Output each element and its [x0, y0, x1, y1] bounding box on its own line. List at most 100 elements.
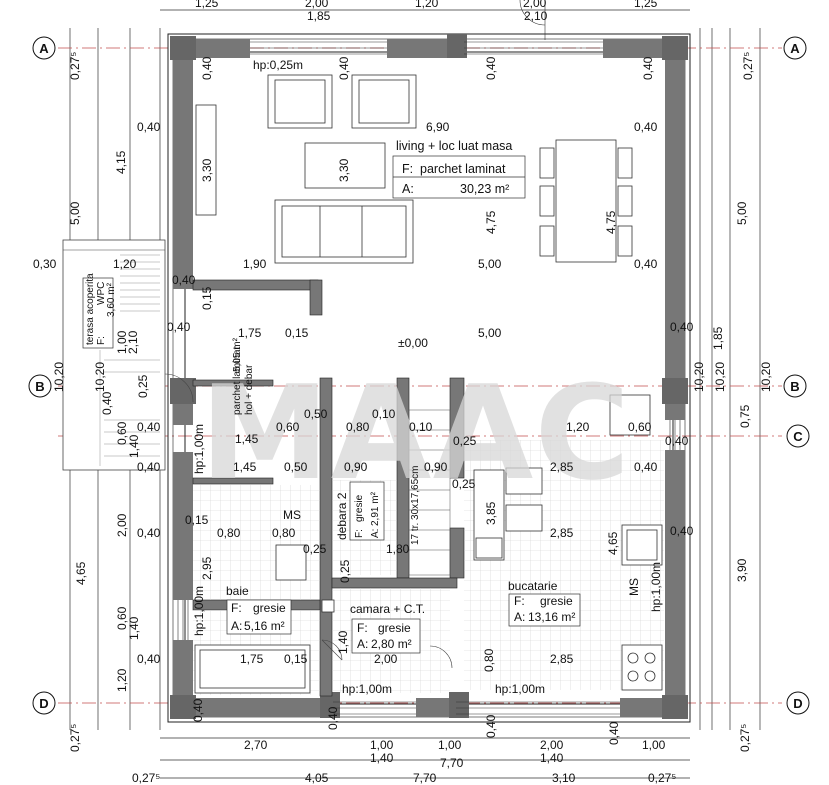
svg-text:0,60: 0,60	[115, 606, 129, 630]
dimension-texts: 1,25 2,00 1,20 2,00 1,25 1,85 2,10 0,40 …	[33, 0, 694, 785]
axis-a-left: A	[32, 36, 56, 60]
svg-text:0,40: 0,40	[670, 320, 694, 334]
svg-text:0,27⁵: 0,27⁵	[741, 52, 755, 80]
svg-text:2,10: 2,10	[524, 9, 548, 23]
svg-text:2,80 m²: 2,80 m²	[371, 637, 412, 651]
svg-text:0,10: 0,10	[372, 407, 396, 421]
svg-text:1,40: 1,40	[127, 434, 141, 458]
svg-text:hp:1,00m: hp:1,00m	[192, 424, 206, 474]
svg-text:10,20: 10,20	[692, 362, 706, 392]
exterior-walls	[167, 0, 691, 723]
svg-text:0,15: 0,15	[285, 326, 309, 340]
svg-text:1,40: 1,40	[370, 751, 394, 765]
svg-text:30,23 m²: 30,23 m²	[460, 182, 509, 196]
svg-text:2,00: 2,00	[540, 738, 564, 752]
svg-text:0,40: 0,40	[326, 706, 340, 730]
svg-text:A:: A:	[231, 619, 242, 633]
svg-text:0,40: 0,40	[137, 420, 161, 434]
svg-text:3,30: 3,30	[337, 158, 351, 182]
svg-text:0,90: 0,90	[424, 460, 448, 474]
hol-label: hol + debar parchet laminat 5,05 m²	[232, 337, 255, 415]
svg-text:MS: MS	[627, 578, 641, 596]
svg-text:F:: F:	[231, 601, 242, 615]
svg-text:5,16 m²: 5,16 m²	[244, 619, 285, 633]
stairs-label: 17 tr. 30x17,65cm	[410, 466, 421, 546]
svg-text:7,70: 7,70	[440, 756, 464, 770]
ms-label-left: MS	[283, 508, 301, 522]
svg-text:1,75: 1,75	[238, 326, 262, 340]
svg-text:1,00: 1,00	[642, 738, 666, 752]
debara-label: debara 2 F:gresie A:2,91 m²	[335, 481, 385, 541]
svg-text:6,90: 6,90	[426, 120, 450, 134]
svg-text:0,27⁵: 0,27⁵	[738, 724, 752, 752]
svg-text:parchet laminat: parchet laminat	[232, 346, 243, 415]
svg-text:gresie: gresie	[378, 621, 411, 635]
svg-text:7,70: 7,70	[413, 771, 437, 785]
svg-text:0,40: 0,40	[484, 56, 498, 80]
svg-text:0,60: 0,60	[276, 420, 300, 434]
svg-text:A:: A:	[514, 610, 525, 624]
svg-text:A: A	[39, 41, 49, 56]
svg-text:3,30: 3,30	[200, 158, 214, 182]
svg-text:10,20: 10,20	[759, 362, 773, 392]
svg-text:camara + C.T.: camara + C.T.	[350, 602, 425, 616]
svg-text:0,27⁵: 0,27⁵	[68, 724, 82, 752]
svg-text:5,00: 5,00	[478, 257, 502, 271]
svg-text:3,60 m²: 3,60 m²	[106, 282, 117, 317]
svg-text:1,40: 1,40	[127, 616, 141, 640]
svg-text:0,25: 0,25	[338, 559, 352, 583]
svg-text:F:: F:	[96, 336, 107, 345]
svg-text:2,91 m²: 2,91 m²	[370, 491, 381, 526]
svg-text:0,25: 0,25	[452, 477, 476, 491]
svg-text:4,15: 4,15	[114, 150, 128, 174]
svg-text:3,10: 3,10	[552, 771, 576, 785]
svg-text:0,25: 0,25	[136, 374, 150, 398]
svg-text:0,40: 0,40	[137, 460, 161, 474]
svg-text:A:: A:	[357, 637, 368, 651]
svg-text:0,40: 0,40	[337, 56, 351, 80]
svg-text:1,20: 1,20	[415, 0, 439, 10]
svg-text:0,40: 0,40	[607, 721, 621, 745]
svg-text:B: B	[790, 379, 799, 394]
svg-text:0,90: 0,90	[344, 460, 368, 474]
svg-text:0,80: 0,80	[482, 648, 496, 672]
svg-text:2,85: 2,85	[550, 526, 574, 540]
svg-text:C: C	[793, 429, 803, 444]
svg-text:10,20: 10,20	[713, 362, 727, 392]
svg-text:1,20: 1,20	[113, 257, 137, 271]
axis-c-right: C	[786, 424, 810, 448]
ms-label-right: MS	[627, 578, 641, 596]
svg-text:4,75: 4,75	[604, 210, 618, 234]
svg-text:1,75: 1,75	[240, 652, 264, 666]
hp-labels: hp:0,25m hp:1,00m hp:1,00m hp:1,00m hp:1…	[192, 58, 663, 696]
svg-text:5,00: 5,00	[735, 201, 749, 225]
axis-markers: A A B B C D D	[28, 36, 810, 715]
svg-text:2,95: 2,95	[200, 556, 214, 580]
svg-text:0,40: 0,40	[137, 652, 161, 666]
svg-text:1,90: 1,90	[243, 257, 267, 271]
svg-text:0,40: 0,40	[634, 120, 658, 134]
svg-text:1,20: 1,20	[115, 668, 129, 692]
svg-text:10,20: 10,20	[52, 362, 66, 392]
svg-text:0,40: 0,40	[641, 56, 655, 80]
svg-text:0,75: 0,75	[738, 404, 752, 428]
svg-text:1,40: 1,40	[540, 751, 564, 765]
svg-text:1,85: 1,85	[307, 9, 331, 23]
svg-text:0,80: 0,80	[346, 420, 370, 434]
svg-text:4,65: 4,65	[606, 531, 620, 555]
svg-text:F:: F:	[357, 621, 368, 635]
svg-text:2,85: 2,85	[550, 460, 574, 474]
svg-text:gresie: gresie	[253, 601, 286, 615]
svg-text:0,40: 0,40	[634, 460, 658, 474]
svg-text:0,15: 0,15	[185, 513, 209, 527]
svg-text:2,85: 2,85	[550, 652, 574, 666]
level-mark: ±0,00	[398, 336, 428, 350]
svg-text:A: A	[790, 41, 800, 56]
svg-text:hp:1,00m: hp:1,00m	[495, 682, 545, 696]
svg-text:5,00: 5,00	[68, 201, 82, 225]
svg-text:0,80: 0,80	[272, 526, 296, 540]
svg-text:0,40: 0,40	[634, 257, 658, 271]
svg-text:2,00: 2,00	[374, 652, 398, 666]
svg-text:debara 2: debara 2	[335, 492, 349, 540]
svg-text:2,10: 2,10	[126, 330, 140, 354]
